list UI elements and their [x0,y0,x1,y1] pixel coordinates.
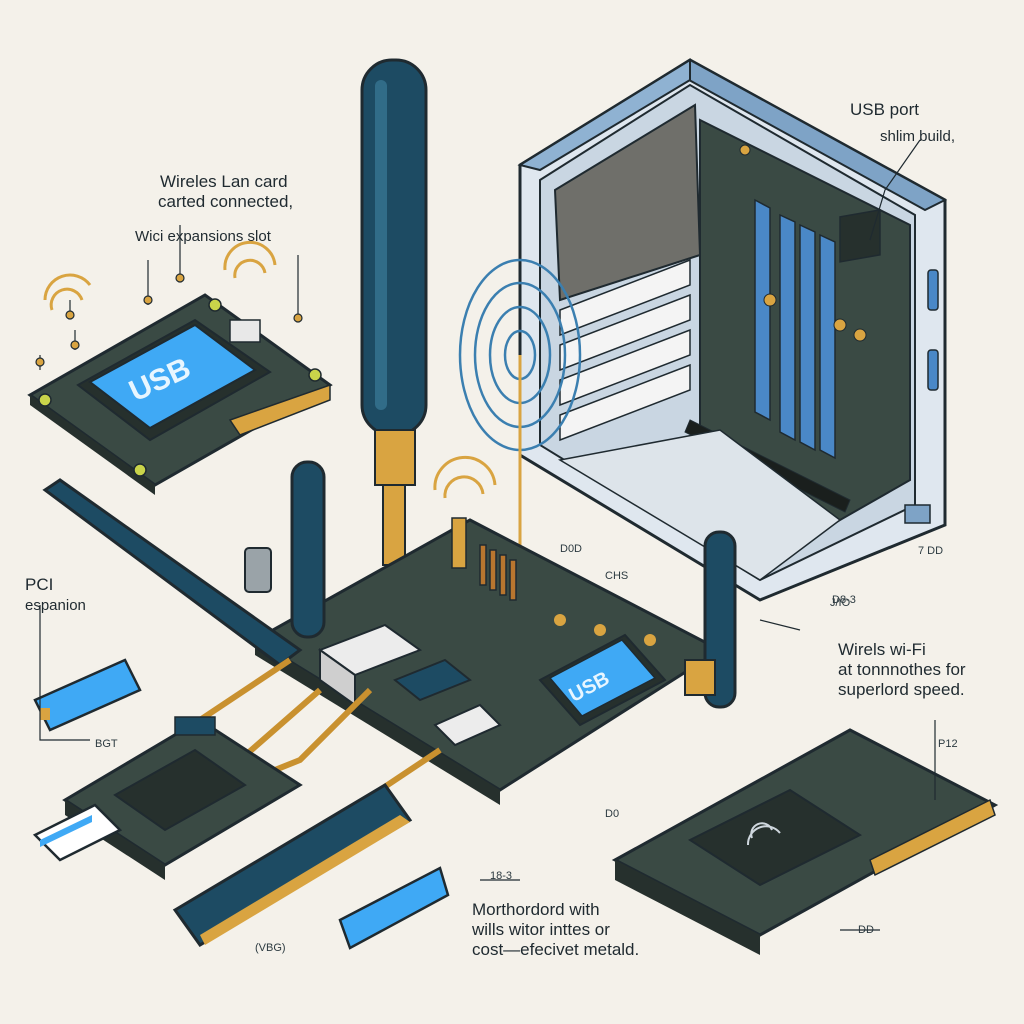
label-wifi-1: Wirels wi-Fi [838,640,926,659]
blue-usb-stick [33,658,142,732]
board-antennas [42,460,737,709]
case-usb-port [927,269,939,311]
wifi-signal-icon-3 [433,455,497,499]
ram-sticks [754,198,836,460]
label-wifi-3: superlord speed. [838,680,965,699]
label-wireless-lan-1: Wireles Lan card [160,172,288,191]
tag-dd: DD [858,924,874,936]
center-motherboard [244,517,723,805]
usb-dongle-card [32,716,303,880]
tag-p12: P12 [938,738,958,750]
tag-18-3: 18-3 [490,870,513,882]
wifi-card [611,728,999,955]
label-pci-2: espanion [25,597,86,614]
label-mb-2: wills witor inttes or [472,920,610,939]
usb-chip [88,323,257,430]
label-wifi-2: at tonnnothes for [838,660,966,679]
board-usb-chip [548,639,657,717]
usb-plug [32,803,123,862]
tag-jio: J/IO [830,597,851,609]
label-mb-1: Morthordord with [472,900,600,919]
tag-chs: CHS [605,570,629,582]
wireless-lan-card [27,293,333,495]
leader-lines [39,139,936,931]
wifi-signal-icon [43,273,92,311]
pci-bracket-stick [172,783,413,947]
label-usb-port: USB port [850,100,919,119]
wifi-signal-icon-2 [223,240,277,279]
label-mb-3: cost—efecivet metald. [472,940,640,959]
gold-connector [228,383,331,436]
small-usb-stick [338,866,450,950]
label-pointers [35,225,303,370]
label-shim-build: shlim build, [880,128,956,145]
tag-d0d: D0D [560,543,583,555]
expansion-slot-covers [559,258,691,442]
pc-case [517,58,948,602]
cpu-chip [839,208,881,263]
tag-bgt: BGT [95,738,118,750]
tall-antenna [360,58,428,614]
tag-vbg: (VBG) [255,942,286,954]
tag-d8-3: D8-3 [832,594,856,606]
label-wireless-lan-2: carted connected, [158,192,294,211]
label-pci-1: PCI [25,575,54,594]
label-wici-slot: Wici expansions slot [135,228,271,245]
tag-7dd: 7 DD [918,545,944,557]
tag-d0: D0 [605,808,620,820]
